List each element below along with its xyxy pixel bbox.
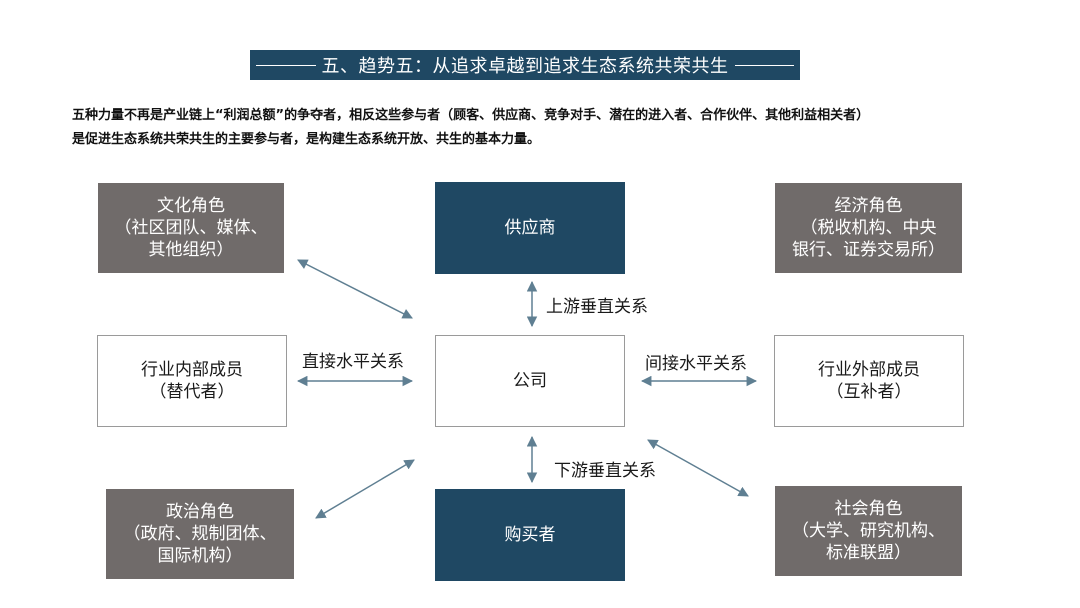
arrow-culture [297,259,413,319]
node-economic-title: 经济角色 [834,196,903,216]
node-company: 公司 [435,335,625,427]
node-industry-external: 行业外部成员 （互补者） [774,335,964,427]
intro-line-2: 是促进生态系统共荣共生的主要参与者，是构建生态系统开放、共生的基本力量。 [72,132,541,147]
node-social-detail: （大学、研究机构、 标准联盟） [792,521,945,563]
node-industry-internal: 行业内部成员 （替代者） [97,335,287,427]
title-banner: 五、趋势五：从追求卓越到追求生态系统共荣共生 [250,50,800,80]
arrow-social [647,439,749,497]
node-supplier-title: 供应商 [504,218,556,238]
node-political-detail: （政府、规制团体、 国际机构） [123,524,277,566]
title-left-rule [256,64,316,66]
node-political-role: 政治角色 （政府、规制团体、 国际机构） [106,489,294,579]
node-culture-role: 文化角色 （社区团队、媒体、 其他组织） [98,183,284,273]
node-industry-internal-title: 行业内部成员 [141,360,243,380]
node-social-role: 社会角色 （大学、研究机构、 标准联盟） [775,486,962,576]
node-industry-internal-detail: （替代者） [149,382,235,402]
node-buyer: 购买者 [435,489,625,581]
title-right-rule [734,64,794,66]
node-political-title: 政治角色 [166,502,234,522]
label-upstream-relation: 上游垂直关系 [546,297,648,317]
node-culture-detail: （社区团队、媒体、 其他组织） [114,218,268,260]
node-supplier: 供应商 [435,182,625,274]
intro-line-1: 五种力量不再是产业链上“利润总额”的争夺者，相反这些参与者（顾客、供应商、竞争对… [72,108,870,123]
node-industry-external-detail: （互补者） [826,382,912,402]
label-downstream-relation: 下游垂直关系 [554,461,656,481]
node-economic-role: 经济角色 （税收机构、中央 银行、证券交易所） [775,183,962,273]
node-company-title: 公司 [513,371,547,391]
label-indirect-horizontal-relation: 间接水平关系 [645,354,747,374]
arrow-political [315,459,415,519]
intro-paragraph: 五种力量不再是产业链上“利润总额”的争夺者，相反这些参与者（顾客、供应商、竞争对… [72,104,1032,152]
node-social-title: 社会角色 [834,499,903,519]
label-direct-horizontal-relation: 直接水平关系 [302,352,404,372]
node-buyer-title: 购买者 [504,525,556,545]
node-industry-external-title: 行业外部成员 [818,360,920,380]
page-title: 五、趋势五：从追求卓越到追求生态系统共荣共生 [321,56,729,77]
node-culture-title: 文化角色 [157,196,225,216]
node-economic-detail: （税收机构、中央 银行、证券交易所） [792,218,945,260]
